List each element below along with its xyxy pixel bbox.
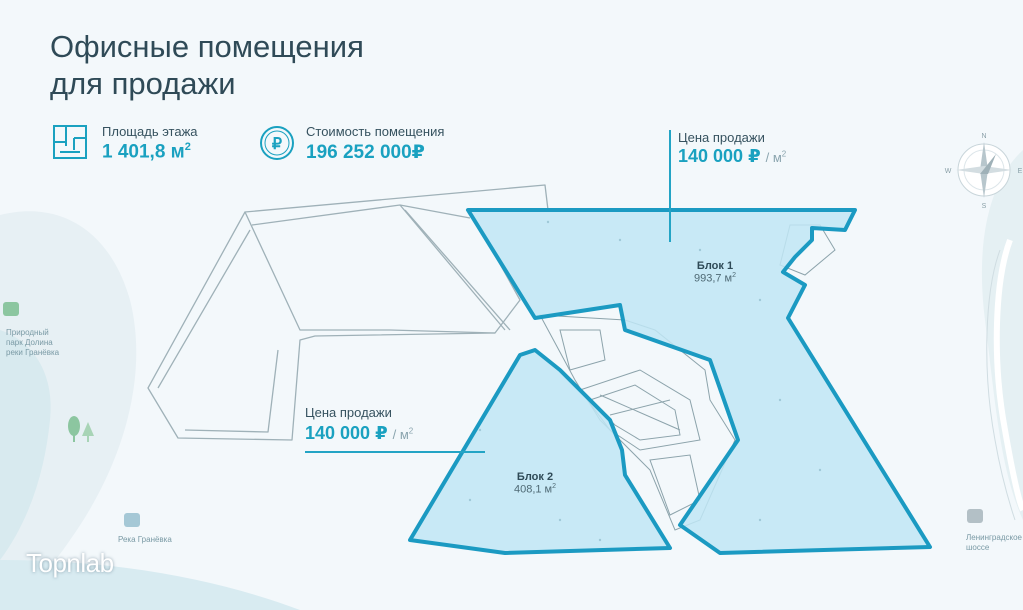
ruble-coin-icon: ₽ — [260, 126, 294, 160]
cost-stat: ₽ Стоимость помещения 196 252 000₽ — [258, 124, 478, 164]
watermark-logo: Topnlab — [26, 548, 114, 578]
block-2-area: 408,1 м2 — [513, 483, 557, 496]
river-icon — [124, 513, 140, 527]
car-icon — [967, 509, 983, 523]
block-1-polygon[interactable] — [466, 208, 932, 555]
block-2-name: Блок 2 — [516, 471, 554, 483]
block-2-price-value: 140 000 ₽ / м2 — [305, 423, 414, 443]
block-2-leader-line — [305, 451, 485, 453]
floor-area-value: 1 401,8 м2 — [102, 141, 191, 163]
compass-n: N — [981, 133, 986, 140]
block-1-name: Блок 1 — [696, 260, 734, 272]
compass-icon: N E S W — [945, 133, 1023, 210]
title-line-1: Офисные помещения — [50, 29, 364, 64]
block-1-price-value: 140 000 ₽ / м2 — [678, 146, 787, 166]
compass-e: E — [1018, 168, 1023, 175]
park-label: Природный парк Долина реки Гранёвка — [6, 328, 60, 357]
block-1-leader-line — [669, 130, 671, 242]
floor-plan-icon — [53, 125, 87, 159]
block-1-area: 993,7 м2 — [693, 272, 737, 285]
river-label: Река Гранёвка — [118, 535, 172, 544]
block-2-polygon[interactable] — [408, 348, 672, 555]
page-title: Офисные помещения для продажи — [50, 28, 450, 102]
compass-w: W — [945, 168, 952, 175]
block-1-price-label: Цена продажи — [678, 130, 765, 145]
cost-value: 196 252 000₽ — [306, 142, 425, 163]
unavailable-area-outline — [147, 184, 549, 441]
floor-area-stat: Площадь этажа 1 401,8 м2 — [52, 124, 232, 164]
block-1-label[interactable]: Блок 1 993,7 м2 — [670, 260, 760, 285]
block-2-label[interactable]: Блок 2 408,1 м2 — [490, 471, 580, 496]
svg-text:₽: ₽ — [272, 136, 282, 153]
compass-s: S — [982, 203, 987, 210]
title-line-2: для продажи — [50, 66, 236, 101]
park-icon — [3, 302, 19, 316]
tree-icon — [68, 416, 94, 442]
highway-label: Ленинградское шоссе — [966, 533, 1022, 552]
floor-area-label: Площадь этажа — [102, 124, 198, 139]
block-2-price-label: Цена продажи — [305, 405, 392, 420]
cost-label: Стоимость помещения — [306, 124, 445, 139]
